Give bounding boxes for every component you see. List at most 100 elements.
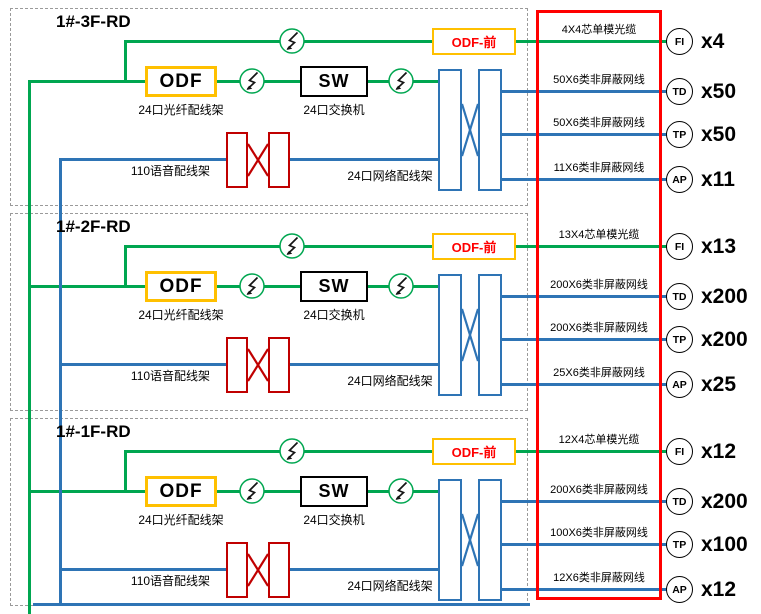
switch-label: SW (318, 71, 350, 91)
lightning-circle-icon (279, 28, 305, 54)
network-patch-panel-left (438, 274, 462, 396)
odf-front-box: ODF-前 (432, 233, 516, 260)
network-line (500, 178, 667, 181)
lightning-circle-icon (279, 233, 305, 259)
fiber-line (124, 40, 432, 43)
endpoint-fi: FI (666, 233, 693, 260)
voice-patch-panel-left (226, 132, 248, 188)
odf-caption: 24口光纤配线架 (138, 103, 224, 117)
count-ap: x12 (701, 578, 737, 601)
network-patch-panel-right (478, 274, 502, 396)
network-patch-panel-right (478, 479, 502, 601)
cable-label-td: 50X6类非屏蔽网线 (553, 74, 645, 86)
endpoint-tp: TP (666, 531, 693, 558)
switch-caption: 24口交换机 (303, 513, 365, 527)
count-fi: x13 (701, 235, 737, 258)
lightning-circle-icon (388, 68, 414, 94)
odf-label: ODF (159, 480, 203, 502)
count-tp: x100 (701, 533, 748, 556)
floor-section: 1#-1F-RD ODF-前 (0, 416, 761, 614)
switch-label: SW (318, 276, 350, 296)
count-tp: x50 (701, 123, 737, 146)
network-line (500, 90, 667, 93)
voice-line (289, 568, 439, 571)
cable-label-td: 200X6类非屏蔽网线 (550, 484, 648, 496)
odf-front-label: ODF-前 (451, 445, 497, 460)
odf-front-box: ODF-前 (432, 28, 516, 55)
cable-label-ap: 25X6类非屏蔽网线 (553, 367, 645, 379)
odf-caption: 24口光纤配线架 (138, 308, 224, 322)
floor-title: 1#-2F-RD (56, 217, 131, 236)
cable-label-fi: 13X4芯单模光缆 (558, 229, 640, 241)
cross-connect-icon (461, 103, 479, 157)
endpoint-tp: TP (666, 326, 693, 353)
odf-box: ODF (145, 476, 217, 507)
switch-caption: 24口交换机 (303, 103, 365, 117)
cable-label-td: 200X6类非屏蔽网线 (550, 279, 648, 291)
network-line (500, 133, 667, 136)
fiber-trunk-line (28, 80, 31, 614)
floor-boundary (10, 213, 528, 411)
fiber-line (124, 245, 127, 288)
network-panel-caption: 24口网络配线架 (347, 374, 433, 388)
network-line (500, 383, 667, 386)
network-panel-caption: 24口网络配线架 (347, 169, 433, 183)
network-line (500, 543, 667, 546)
cable-label-tp: 200X6类非屏蔽网线 (550, 322, 648, 334)
lightning-circle-icon (239, 478, 265, 504)
cable-label-fi: 12X4芯单模光缆 (558, 434, 640, 446)
floor-section: 1#-2F-RD ODF-前 (0, 211, 761, 416)
endpoint-td: TD (666, 78, 693, 105)
network-panel-caption: 24口网络配线架 (347, 579, 433, 593)
odf-label: ODF (159, 275, 203, 297)
voice-patch-panel-right (268, 132, 290, 188)
endpoint-ap: AP (666, 371, 693, 398)
odf-caption: 24口光纤配线架 (138, 513, 224, 527)
cable-label-fi: 4X4芯单模光缆 (561, 24, 637, 36)
fiber-line (514, 450, 667, 453)
network-line (500, 295, 667, 298)
cross-connect-icon (247, 348, 269, 382)
lightning-circle-icon (239, 273, 265, 299)
voice-panel-caption: 110语音配线架 (130, 369, 211, 383)
cable-label-tp: 100X6类非屏蔽网线 (550, 527, 648, 539)
endpoint-td: TD (666, 488, 693, 515)
cable-label-ap: 12X6类非屏蔽网线 (553, 572, 645, 584)
endpoint-tp: TP (666, 121, 693, 148)
network-patch-panel-left (438, 69, 462, 191)
voice-panel-caption: 110语音配线架 (130, 574, 211, 588)
count-td: x200 (701, 285, 748, 308)
floor-title: 1#-3F-RD (56, 12, 131, 31)
lightning-circle-icon (239, 68, 265, 94)
endpoint-fi: FI (666, 28, 693, 55)
endpoint-ap: AP (666, 166, 693, 193)
fiber-line (514, 245, 667, 248)
lightning-circle-icon (279, 438, 305, 464)
voice-line (59, 568, 227, 571)
count-td: x200 (701, 490, 748, 513)
odf-front-label: ODF-前 (451, 240, 497, 255)
fiber-line (514, 40, 667, 43)
network-line (500, 338, 667, 341)
network-line (500, 588, 667, 591)
fiber-line (29, 80, 145, 83)
floor-boundary (10, 8, 528, 206)
count-ap: x25 (701, 373, 737, 396)
cable-label-ap: 11X6类非屏蔽网线 (553, 162, 645, 174)
count-td: x50 (701, 80, 737, 103)
voice-trunk-line (59, 158, 62, 606)
network-patch-panel-right (478, 69, 502, 191)
lightning-circle-icon (388, 273, 414, 299)
count-fi: x4 (701, 30, 725, 53)
fiber-line (124, 450, 432, 453)
fiber-line (124, 40, 127, 83)
floor-title: 1#-1F-RD (56, 422, 131, 441)
odf-front-box: ODF-前 (432, 438, 516, 465)
switch-box: SW (300, 476, 368, 507)
voice-patch-panel-left (226, 337, 248, 393)
voice-line (289, 158, 439, 161)
endpoint-fi: FI (666, 438, 693, 465)
voice-patch-panel-right (268, 542, 290, 598)
fiber-line (29, 490, 145, 493)
